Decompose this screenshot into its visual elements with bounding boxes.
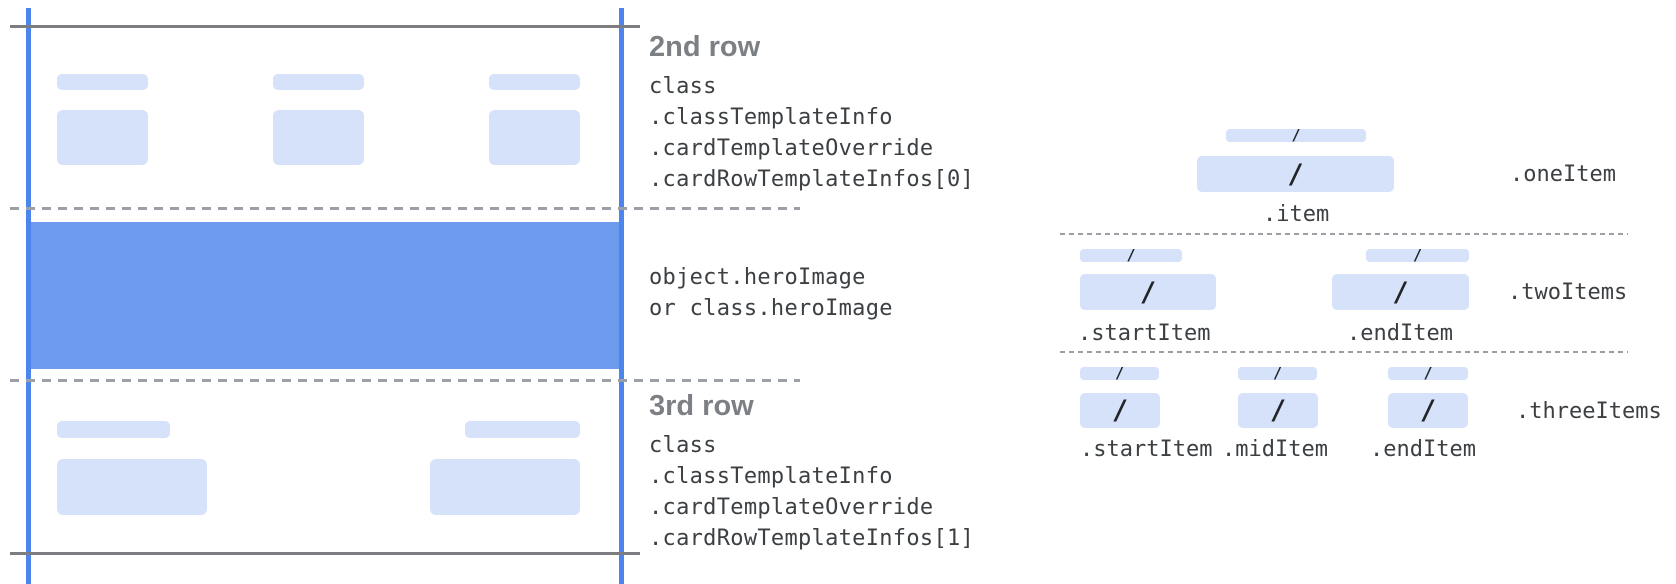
slash-glyph: /	[1272, 364, 1283, 382]
second-row-path-line: .cardTemplateOverride	[649, 136, 934, 161]
hero-path-line: or class.heroImage	[649, 296, 893, 321]
row2-item-3-label-bar	[489, 74, 580, 90]
item-path-label: .midItem	[1222, 437, 1328, 462]
card-left-guide-line	[26, 8, 31, 584]
row2-item-1-body-box	[57, 110, 148, 165]
layout-name-label: .twoItems	[1508, 280, 1628, 305]
item-path-label: .startItem	[1078, 321, 1211, 346]
item-path-label: .endItem	[1347, 321, 1453, 346]
slash-glyph: /	[1419, 395, 1437, 426]
two-items-start-body-bar: /	[1080, 274, 1216, 310]
slash-glyph: /	[1412, 246, 1423, 264]
slash-glyph: /	[1139, 276, 1157, 308]
layout-name-label: .oneItem	[1510, 162, 1616, 187]
three-items-start-body-bar: /	[1080, 393, 1160, 428]
card-bottom-border-line	[10, 552, 640, 555]
three-items-end-label-bar: /	[1388, 364, 1468, 382]
row3-end-item-label-bar	[465, 421, 580, 438]
item-path-label: .startItem	[1080, 437, 1213, 462]
row3-end-item-body-box	[430, 459, 580, 515]
item-path-label: .item	[1263, 202, 1330, 227]
slash-glyph: /	[1114, 364, 1125, 382]
second-row-heading: 2nd row	[649, 31, 761, 63]
hero-annotation: object.heroImage or class.heroImage	[649, 262, 893, 324]
second-row-path-line: .classTemplateInfo	[649, 105, 893, 130]
one-item-body-bar: /	[1197, 156, 1394, 192]
card-right-guide-line	[619, 8, 624, 584]
row3-start-item-body-box	[57, 459, 207, 515]
second-row-path-line: class	[649, 74, 717, 99]
slash-glyph: /	[1111, 395, 1129, 426]
hero-row3-separator-dashed-line	[10, 379, 800, 382]
slash-glyph: /	[1126, 246, 1136, 264]
two-items-start-label-bar: /	[1080, 246, 1182, 264]
layout-separator-dashed-line	[1060, 351, 1628, 353]
row2-item-1-label-bar	[57, 74, 148, 90]
third-row-path-line: .cardTemplateOverride	[649, 495, 934, 520]
hero-path-line: object.heroImage	[649, 265, 866, 290]
layout-name-label: .threeItems	[1516, 399, 1662, 424]
row2-hero-separator-dashed-line	[10, 207, 800, 210]
row2-item-2-label-bar	[273, 74, 364, 90]
slash-glyph: /	[1423, 364, 1433, 382]
three-items-mid-label-bar: /	[1238, 364, 1317, 382]
three-items-start-label-bar: /	[1080, 364, 1159, 382]
slash-glyph: /	[1287, 158, 1304, 190]
slash-glyph: /	[1269, 395, 1287, 426]
row2-item-3-body-box	[489, 110, 580, 165]
row3-start-item-label-bar	[57, 421, 170, 438]
third-row-path-line: class	[649, 433, 717, 458]
one-item-label-bar: /	[1226, 126, 1366, 144]
third-row-annotation: 3rd row class .classTemplateInfo .cardTe…	[649, 389, 974, 554]
slash-glyph: /	[1291, 126, 1301, 144]
card-top-border-line	[10, 25, 640, 28]
three-items-mid-body-bar: /	[1238, 393, 1318, 428]
third-row-heading: 3rd row	[649, 390, 754, 422]
hero-image-block	[31, 222, 619, 369]
second-row-path-line: .cardRowTemplateInfos[0]	[649, 167, 975, 192]
layout-separator-dashed-line	[1060, 233, 1628, 235]
third-row-path-line: .classTemplateInfo	[649, 464, 893, 489]
row2-item-2-body-box	[273, 110, 364, 165]
three-items-end-body-bar: /	[1388, 393, 1468, 428]
third-row-path-line: .cardRowTemplateInfos[1]	[649, 526, 975, 551]
item-path-label: .endItem	[1370, 437, 1476, 462]
second-row-annotation: 2nd row class .classTemplateInfo .cardTe…	[649, 30, 974, 195]
slash-glyph: /	[1392, 276, 1409, 308]
two-items-end-label-bar: /	[1366, 246, 1469, 264]
two-items-end-body-bar: /	[1332, 274, 1469, 310]
